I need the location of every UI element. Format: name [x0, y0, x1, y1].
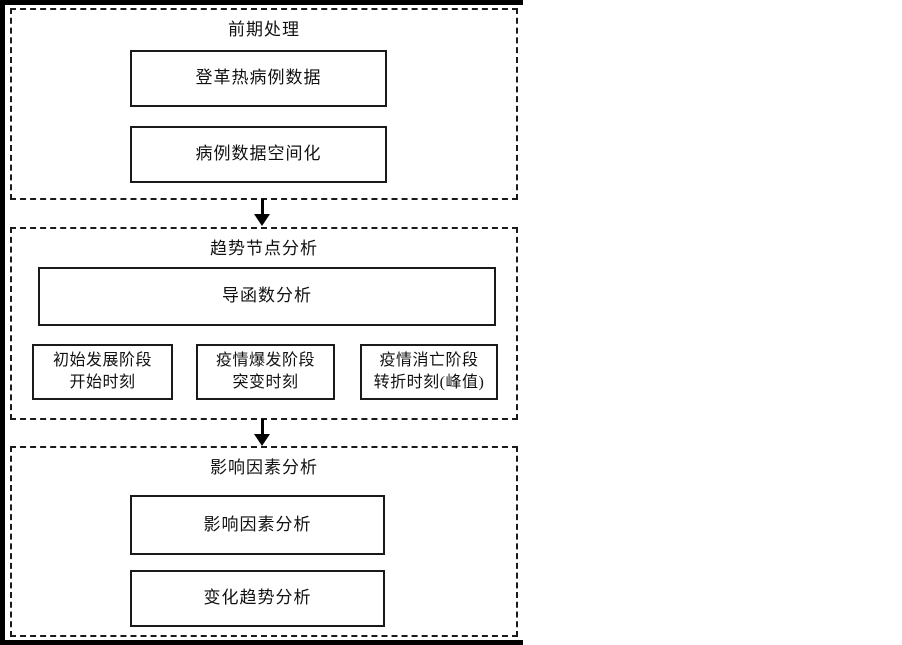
node-label: 导函数分析: [222, 286, 312, 306]
arrow-head: [254, 434, 270, 446]
arrow-down-icon: [250, 419, 274, 446]
section-title: 趋势节点分析: [210, 239, 318, 258]
section-influencing-factor-analysis: 影响因素分析 影响因素分析 变化趋势分析: [10, 446, 518, 637]
node-label: 登革热病例数据: [195, 68, 322, 88]
section-title: 前期处理: [228, 20, 300, 39]
section-title: 影响因素分析: [210, 458, 318, 477]
node-case-data-spatialization: 病例数据空间化: [130, 126, 387, 183]
page-edge-top: [0, 0, 523, 5]
node-label-line2: 开始时刻: [69, 374, 136, 391]
node-derivative-analysis: 导函数分析: [38, 267, 496, 326]
node-label: 病例数据空间化: [195, 144, 322, 164]
arrow-stem: [260, 419, 264, 434]
node-label: 影响因素分析: [203, 514, 312, 534]
section-trend-node-analysis: 趋势节点分析 导函数分析 初始发展阶段 开始时刻 疫情爆发阶段 突变时刻 疫情消…: [10, 227, 518, 420]
page-edge-bottom: [0, 640, 523, 645]
page-edge-left: [0, 0, 5, 645]
node-extinction-stage-turning-time: 疫情消亡阶段 转折时刻(峰值): [360, 344, 498, 400]
node-label-line1: 疫情爆发阶段: [215, 352, 315, 370]
node-outbreak-stage-mutation-time: 疫情爆发阶段 突变时刻: [196, 344, 335, 400]
arrow-stem: [260, 199, 264, 214]
node-initial-stage-start-time: 初始发展阶段 开始时刻: [32, 344, 173, 400]
node-label-line2: 转折时刻(峰值): [373, 374, 485, 391]
section-preprocessing: 前期处理 登革热病例数据 病例数据空间化: [10, 8, 518, 200]
node-label-line2: 突变时刻: [232, 374, 299, 391]
node-label-line1: 疫情消亡阶段: [379, 352, 479, 370]
node-dengue-case-data: 登革热病例数据: [130, 50, 387, 107]
node-label: 变化趋势分析: [203, 588, 312, 608]
arrow-head: [254, 214, 270, 226]
node-influencing-factor-analysis: 影响因素分析: [130, 495, 385, 555]
node-label-line1: 初始发展阶段: [52, 352, 152, 370]
node-change-trend-analysis: 变化趋势分析: [130, 570, 385, 627]
arrow-down-icon: [250, 199, 274, 226]
